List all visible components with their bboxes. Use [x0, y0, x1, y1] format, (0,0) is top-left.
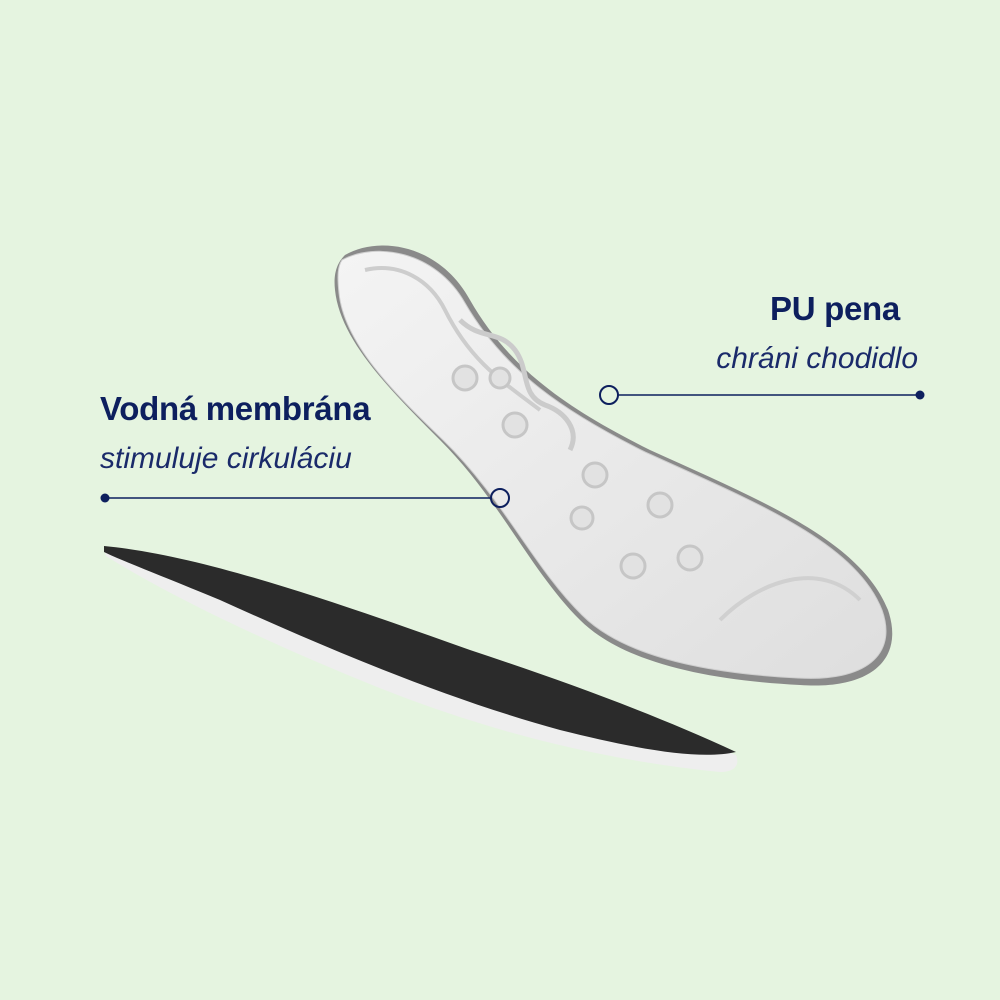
- water-membrane-subtitle: stimuluje cirkuláciu: [100, 442, 352, 475]
- insole-side-view: [104, 546, 738, 772]
- pu-foam-callout-line: [599, 385, 925, 405]
- pu-foam-title: PU pena: [770, 290, 900, 327]
- water-membrane-callout-line: [100, 488, 510, 508]
- pu-foam-subtitle: chráni chodidlo: [716, 342, 918, 375]
- insole-top-view: [334, 245, 893, 686]
- water-membrane-title: Vodná membrána: [100, 390, 371, 427]
